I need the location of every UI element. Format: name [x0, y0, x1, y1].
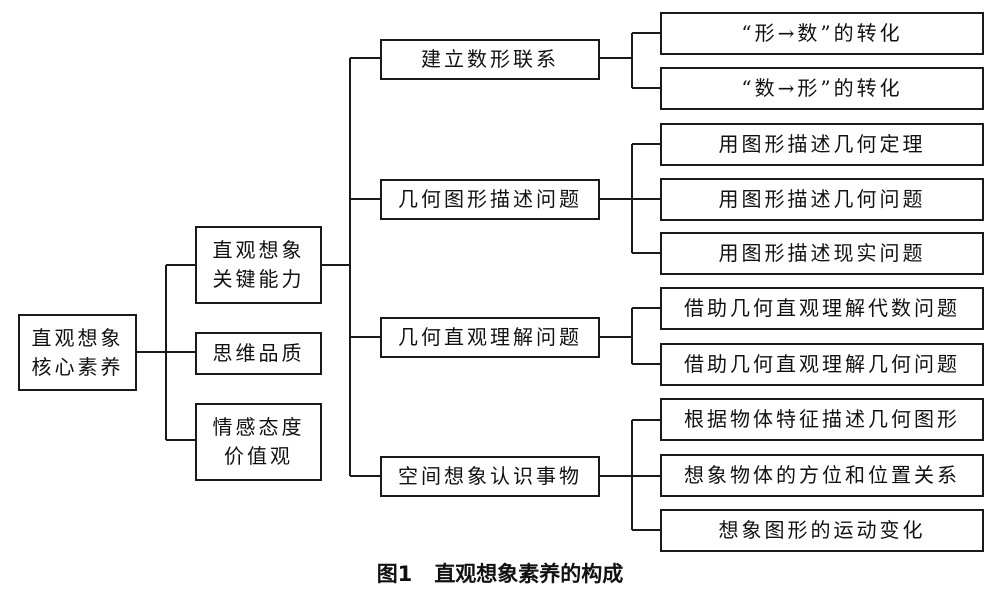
level3-node: 用图形描述几何问题	[660, 178, 984, 221]
level1-attitude-values-line-1: 情感态度	[212, 415, 305, 439]
level2-label: 几何直观理解问题	[398, 325, 582, 349]
level2-node: 几何图形描述问题	[380, 179, 600, 220]
level3-node: 用图形描述几何定理	[660, 123, 984, 166]
figure-title: 直观想象素养的构成	[434, 562, 624, 586]
level3-label: 借助几何直观理解代数问题	[684, 296, 960, 320]
level3-node: 借助几何直观理解几何问题	[660, 343, 984, 386]
level1-key-ability-line-2: 关键能力	[212, 267, 305, 291]
level3-label: 想象图形的运动变化	[718, 518, 926, 542]
level2-label: 几何图形描述问题	[398, 187, 582, 211]
level3-label: 根据物体特征描述几何图形	[684, 407, 960, 431]
level3-label: 用图形描述几何定理	[718, 132, 926, 156]
level3-label: “数→形”的转化	[741, 76, 903, 100]
level1-key-ability-line-1: 直观想象	[212, 238, 305, 262]
level3-label: 用图形描述几何问题	[718, 187, 926, 211]
level3-node: 用图形描述现实问题	[660, 232, 984, 275]
level1-key-ability: 直观想象 关键能力	[195, 226, 322, 304]
level2-node: 建立数形联系	[380, 39, 600, 80]
figure-number: 图1	[376, 562, 413, 586]
level3-label: 借助几何直观理解几何问题	[684, 352, 960, 376]
level3-node: 根据物体特征描述几何图形	[660, 398, 984, 441]
level3-label: 想象物体的方位和位置关系	[684, 463, 960, 487]
figure-caption: 图1 直观想象素养的构成	[0, 558, 1000, 588]
level3-node: 想象图形的运动变化	[660, 509, 984, 552]
level2-node: 空间想象认识事物	[380, 456, 600, 497]
level3-label: 用图形描述现实问题	[718, 241, 926, 265]
level3-node: “形→数”的转化	[660, 12, 984, 55]
level3-node: 借助几何直观理解代数问题	[660, 287, 984, 330]
level3-node: 想象物体的方位和位置关系	[660, 454, 984, 497]
level3-label: “形→数”的转化	[741, 21, 903, 45]
level2-label: 空间想象认识事物	[398, 464, 582, 488]
level3-node: “数→形”的转化	[660, 67, 984, 110]
root-node: 直观想象 核心素养	[18, 314, 137, 391]
level1-attitude-values: 情感态度 价值观	[195, 403, 322, 481]
level1-thinking-quality: 思维品质	[195, 332, 322, 375]
root-line-2: 核心素养	[31, 354, 124, 379]
level1-attitude-values-line-2: 价值观	[224, 444, 293, 468]
level2-node: 几何直观理解问题	[380, 317, 600, 358]
root-line-1: 直观想象	[31, 325, 124, 350]
level1-thinking-quality-label: 思维品质	[212, 341, 305, 365]
level2-label: 建立数形联系	[421, 47, 559, 71]
